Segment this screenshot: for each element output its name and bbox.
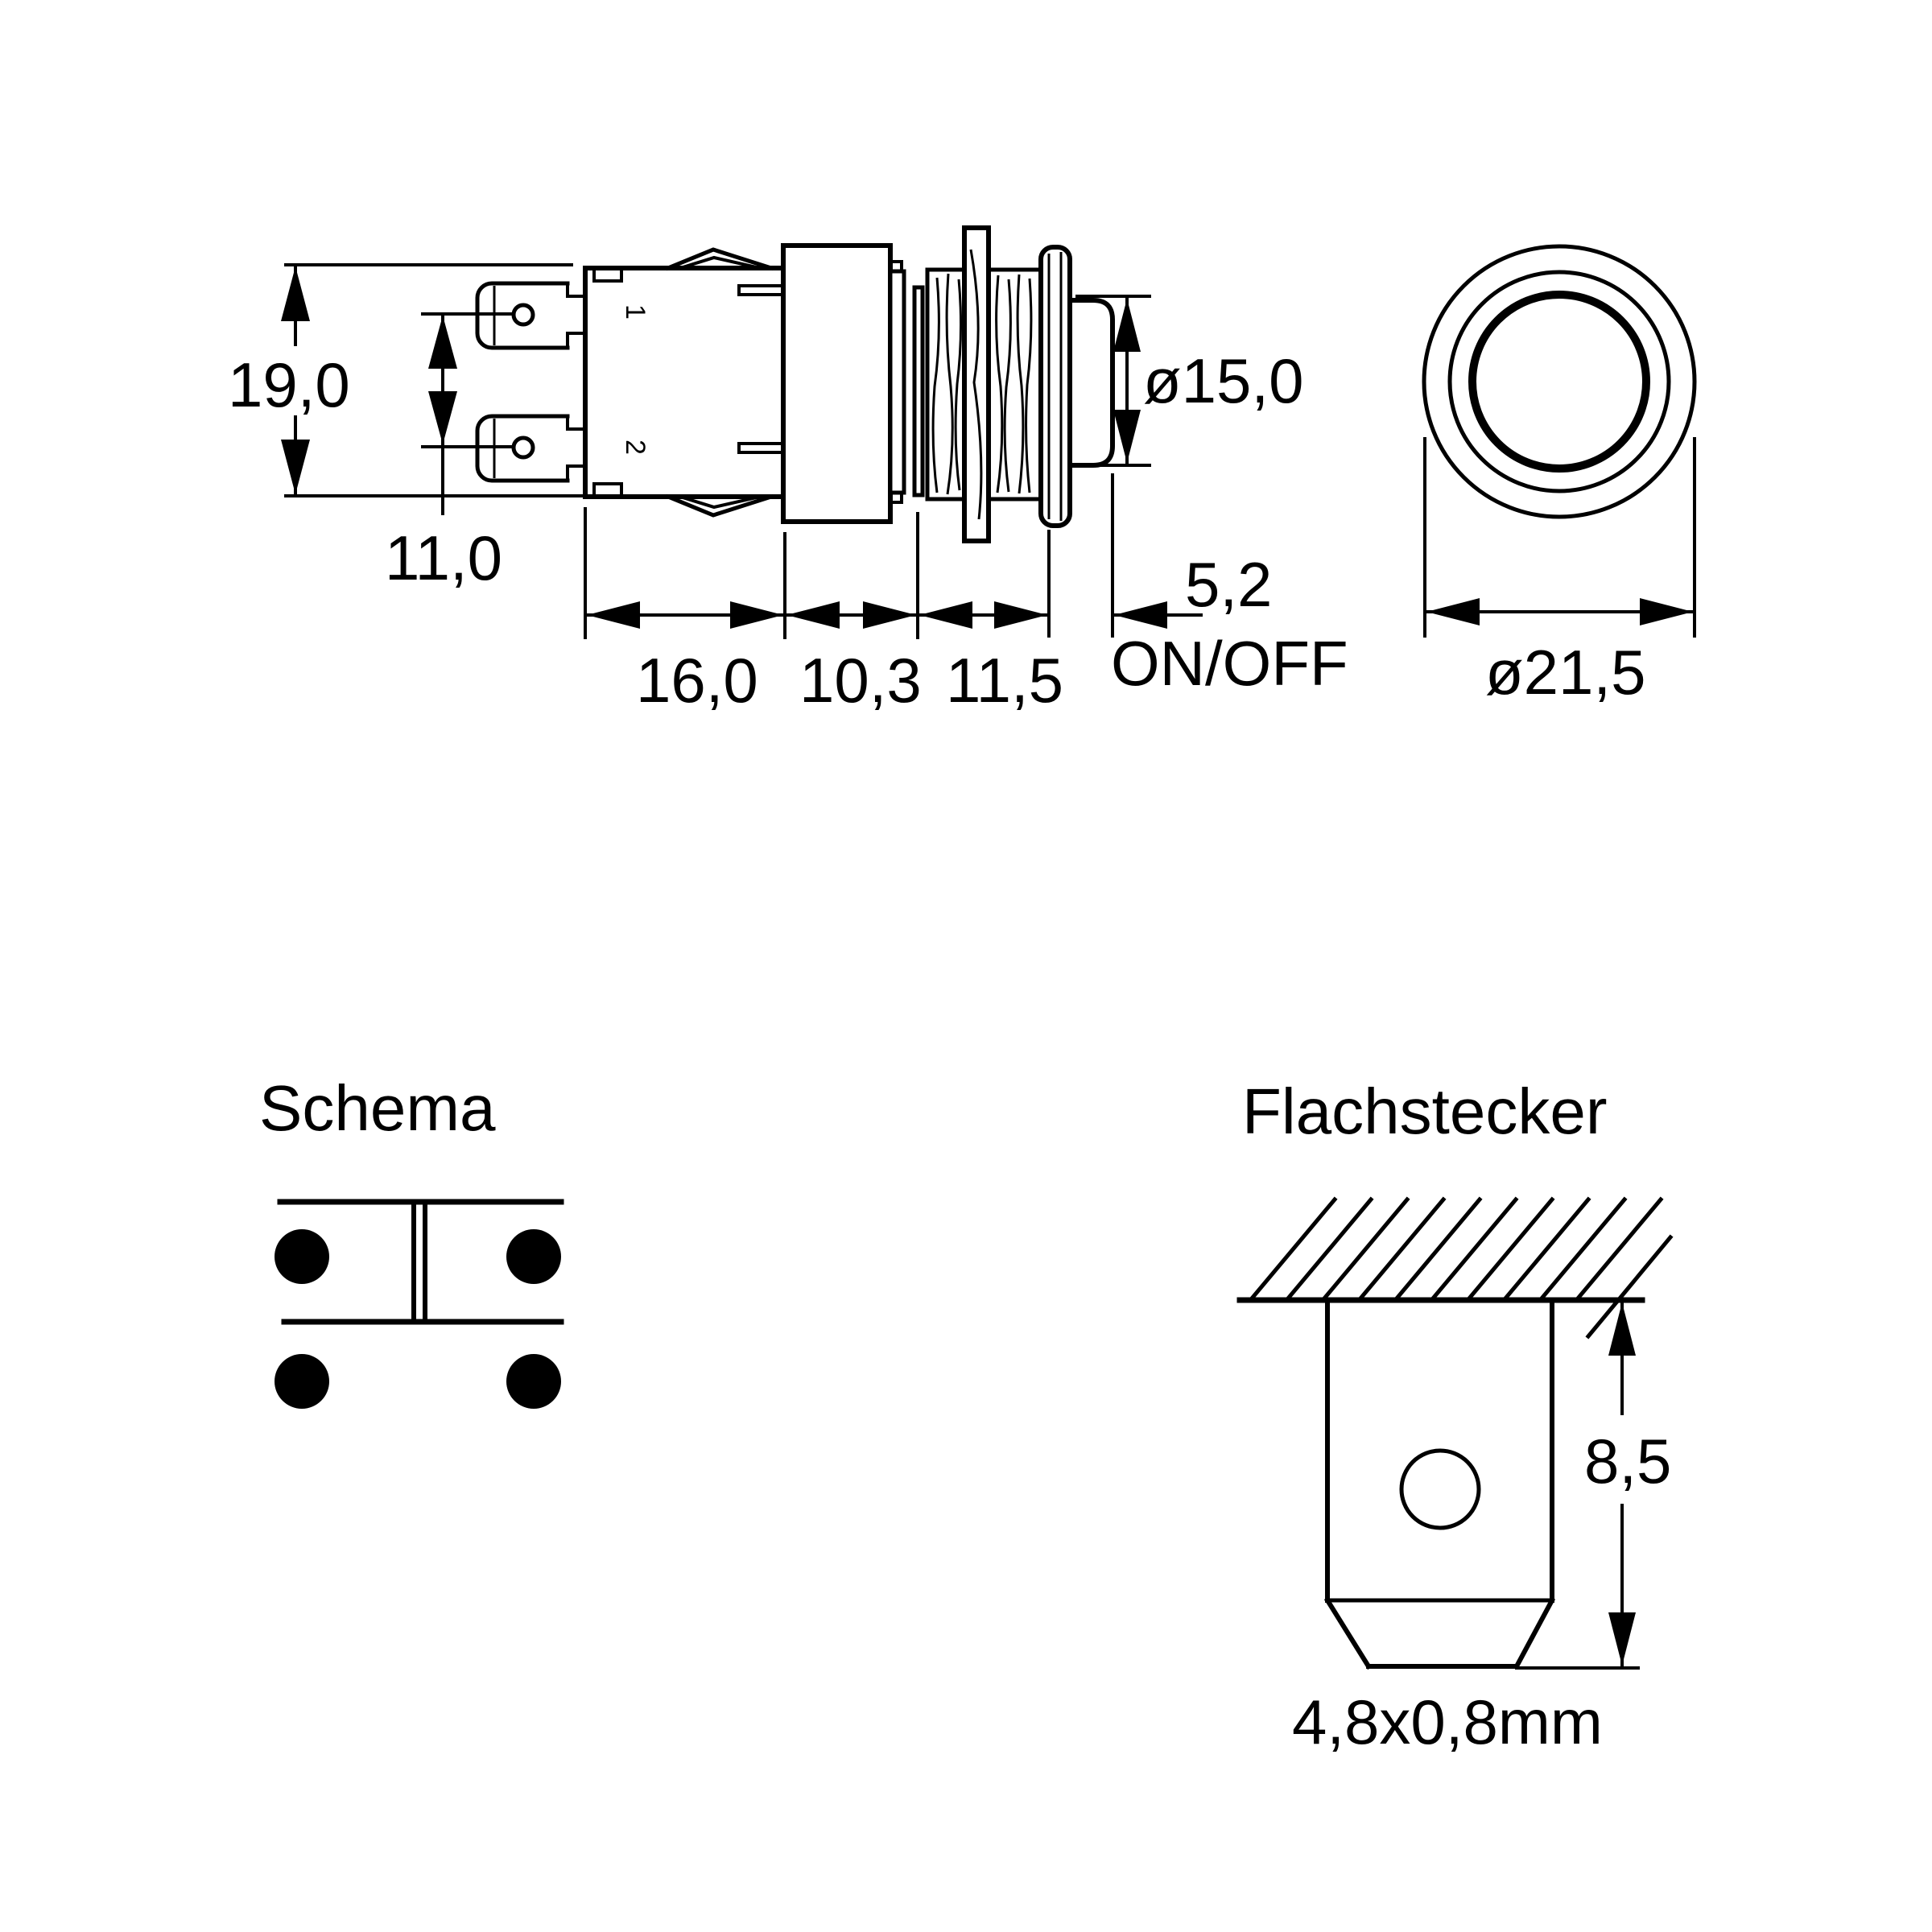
dim-flange-length-label: 10,3 <box>799 645 922 716</box>
nut-facet-line <box>969 249 983 520</box>
dim-tab-length: 8,5 <box>1584 1300 1671 1668</box>
body-notch-top <box>592 266 623 283</box>
flange <box>781 243 893 524</box>
schema-contact-dot <box>506 1229 561 1284</box>
dim-terminal-spacing-label: 11,0 <box>385 522 502 593</box>
terminal-1 <box>475 281 587 350</box>
connector-tab <box>1323 1298 1640 1670</box>
bezel-outer-circle <box>1422 244 1697 519</box>
schema-contact-dot <box>275 1229 329 1284</box>
arrow-right-icon <box>863 601 916 629</box>
dim-height-label: 19,0 <box>228 349 350 420</box>
dim-overall-height: 19,0 <box>228 263 587 497</box>
dim-tab-size-label: 4,8x0,8mm <box>1292 1686 1603 1757</box>
step-ring <box>888 260 906 504</box>
washer-lines <box>912 285 925 497</box>
arrow-left-icon <box>587 601 640 629</box>
flachstecker-title: Flachstecker <box>1242 1075 1607 1147</box>
button-circle <box>1468 291 1650 473</box>
clip-top-outer <box>665 247 774 271</box>
arrow-left-icon <box>1114 601 1167 629</box>
schema-section: Schema <box>259 1072 564 1409</box>
dim-thread-length-label: 11,5 <box>946 645 1063 716</box>
ring-outline <box>1038 245 1072 528</box>
body-outline <box>583 266 786 499</box>
dim-outer-diameter: ø21,5 <box>1423 437 1696 708</box>
terminal-2-number: 2 <box>620 440 650 455</box>
ring-inner-lines <box>1047 252 1063 521</box>
tab-hole <box>1399 1448 1481 1530</box>
push-button-cap <box>1067 298 1115 468</box>
arrow-left-icon <box>1426 598 1480 625</box>
panel-hatching <box>1249 1196 1674 1340</box>
dim-button-protrusion: 5,2 ON/OFF <box>1111 473 1348 699</box>
dim-body-length-label: 16,0 <box>636 645 758 716</box>
terminal-2 <box>475 414 587 483</box>
blade-outline <box>475 281 570 350</box>
schema-contact-dot <box>275 1354 329 1409</box>
arrow-right-icon <box>730 601 783 629</box>
blade-hole <box>511 303 535 327</box>
arrow-up-icon <box>281 266 310 321</box>
seal-washer <box>912 285 925 497</box>
clip-bottom-inner <box>678 494 762 510</box>
blade-outline <box>475 414 570 483</box>
trim-ring <box>1038 245 1072 528</box>
nut-outline <box>962 225 991 543</box>
dim-tab-length-label: 8,5 <box>1584 1426 1671 1496</box>
tab-sides <box>1325 1298 1554 1603</box>
arrow-right-icon <box>994 601 1047 629</box>
blade-neck <box>566 415 587 482</box>
arrow-up-icon <box>428 316 457 369</box>
side-view: 19,0 11,0 <box>228 225 1348 716</box>
clip-bottom-outer <box>665 493 774 518</box>
arrow-left-icon <box>919 601 972 629</box>
tab-chamfers <box>1323 1596 1556 1670</box>
schema-contact-dot <box>506 1354 561 1409</box>
switch-body: 1 2 <box>583 247 786 518</box>
dim-button-protrusion-label: 5,2 <box>1185 549 1272 620</box>
body-tab-top <box>737 284 783 296</box>
arrow-up-icon <box>1113 299 1141 352</box>
dim-length-row: 16,0 10,3 11,5 <box>584 507 1063 716</box>
arrow-left-icon <box>786 601 840 629</box>
step-outline <box>888 269 906 495</box>
flachstecker-section: Flachstecker 8,5 4,8x0,8mm <box>1236 1075 1674 1757</box>
arrow-down-icon <box>1113 410 1141 463</box>
schema-title: Schema <box>259 1072 496 1144</box>
switch-action-label: ON/OFF <box>1111 628 1348 699</box>
body-notch-bottom <box>592 482 623 498</box>
dim-button-diameter-label: ø15,0 <box>1143 345 1303 416</box>
blade-neck <box>566 282 587 349</box>
arrow-down-icon <box>1608 1612 1636 1666</box>
arrow-up-icon <box>1608 1302 1636 1356</box>
arrow-right-icon <box>1640 598 1693 625</box>
clip-top-inner <box>678 255 762 270</box>
dim-outer-diameter-label: ø21,5 <box>1485 637 1645 708</box>
terminal-1-number: 1 <box>620 304 650 320</box>
bezel-inner-circle <box>1447 270 1671 493</box>
blade-hole <box>511 436 535 460</box>
step-notches <box>889 260 903 504</box>
body-tab-bottom <box>737 442 783 454</box>
arrow-down-icon <box>281 440 310 494</box>
hex-nut <box>962 225 991 543</box>
schema-bridge-contact <box>411 1199 427 1324</box>
dim-terminal-spacing: 11,0 <box>385 312 514 593</box>
dim-button-diameter: ø15,0 <box>1069 295 1303 467</box>
front-view: ø21,5 <box>1422 244 1697 708</box>
arrow-down-icon <box>428 391 457 444</box>
